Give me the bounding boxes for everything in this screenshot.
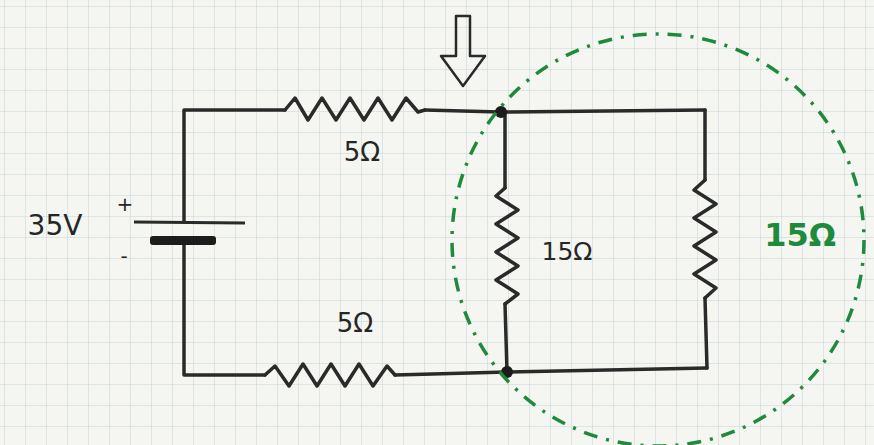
battery-plate bbox=[150, 236, 216, 245]
resistor-symbol bbox=[694, 180, 716, 298]
resistance-label: 15Ω bbox=[542, 239, 593, 264]
wire bbox=[703, 110, 707, 180]
wire bbox=[184, 240, 265, 375]
resistance-label: 5Ω bbox=[337, 310, 373, 336]
wire bbox=[505, 304, 507, 372]
resistor-symbol bbox=[265, 364, 395, 386]
polarity-mark: + bbox=[117, 194, 134, 214]
equivalent-resistance-label: 15Ω bbox=[764, 219, 836, 251]
resistance-label: 5Ω bbox=[344, 139, 380, 165]
equivalent-circle bbox=[452, 34, 864, 445]
wire bbox=[705, 298, 707, 368]
voltage-label: 35V bbox=[28, 212, 83, 240]
wire bbox=[503, 112, 507, 188]
resistor-symbol bbox=[496, 188, 518, 304]
battery-plate bbox=[134, 222, 245, 223]
wire bbox=[425, 110, 705, 112]
resistor-symbol bbox=[285, 98, 425, 120]
wire bbox=[184, 110, 285, 222]
polarity-mark: - bbox=[120, 246, 127, 266]
wire bbox=[395, 368, 707, 375]
pointer-arrow bbox=[441, 16, 485, 86]
junction-dot bbox=[495, 106, 507, 118]
